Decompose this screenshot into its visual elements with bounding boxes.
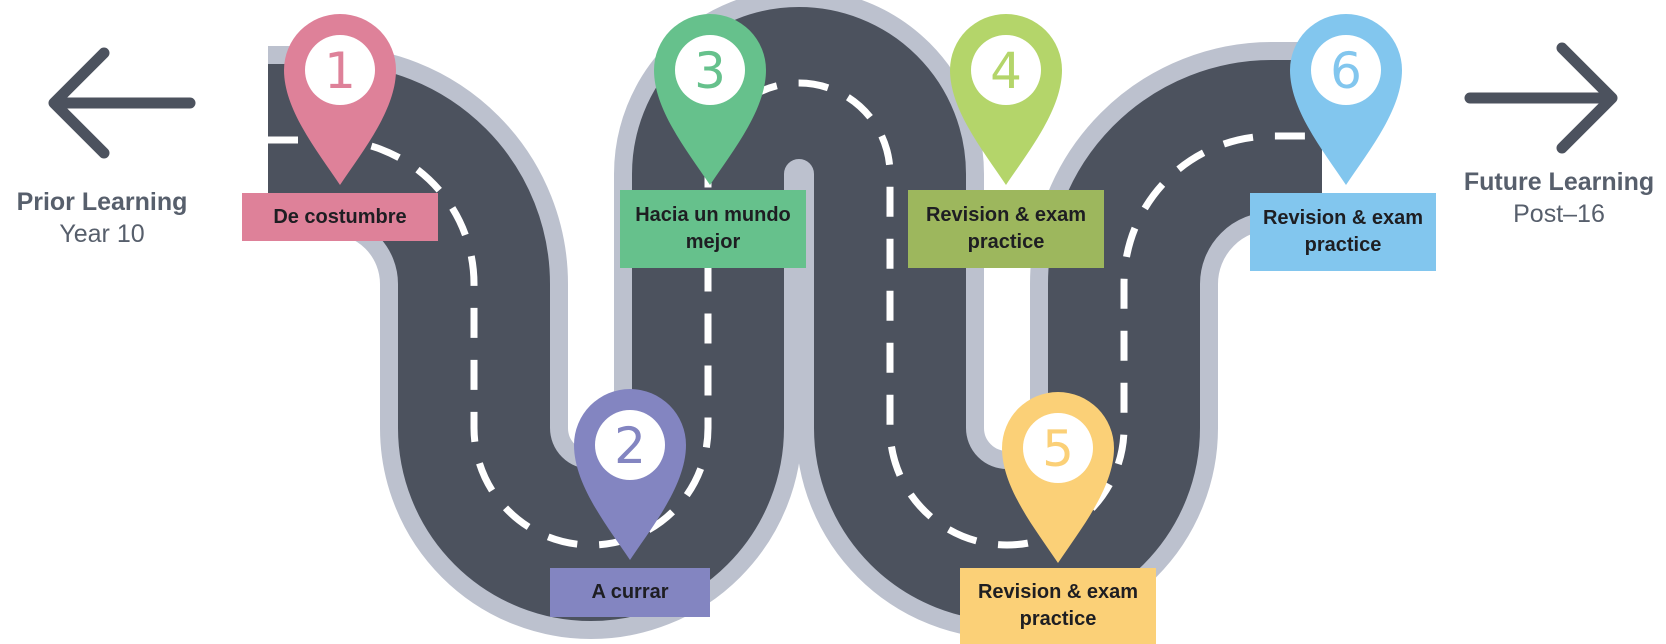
stop-number: 3 (694, 42, 726, 100)
arrow-right-icon (1464, 42, 1618, 154)
pin-inner-circle (1023, 413, 1093, 483)
stop-5-label: Revision & exam practice (960, 568, 1156, 644)
stop-1-label: De costumbre (242, 193, 438, 241)
map-pin-icon: 1 (284, 14, 396, 185)
pin-inner-circle (1311, 35, 1381, 105)
stop-4-label: Revision & exam practice (908, 190, 1104, 268)
map-pin-icon: 6 (1290, 14, 1402, 185)
map-pin-icon: 2 (574, 389, 686, 560)
lane-marking (268, 79, 1322, 549)
stop-number: 5 (1042, 420, 1074, 478)
stop-number: 2 (614, 417, 646, 475)
prior-learning-title: Prior Learning (16, 188, 188, 216)
pin-inner-circle (595, 410, 665, 480)
stop-number: 4 (990, 42, 1022, 100)
prior-learning-subtitle: Year 10 (59, 220, 145, 248)
map-pin-icon: 5 (1002, 392, 1114, 563)
pin-inner-circle (675, 35, 745, 105)
stop-6-label: Revision & exam practice (1250, 193, 1436, 271)
stop-number: 6 (1330, 42, 1362, 100)
map-pin-icon: 4 (950, 14, 1062, 185)
pin-inner-circle (305, 35, 375, 105)
stop-3-label: Hacia un mundo mejor (620, 190, 806, 268)
arrow-left-icon (48, 47, 196, 159)
stop-2-label: A currar (550, 568, 710, 617)
future-learning-title: Future Learning (1463, 168, 1655, 196)
stop-number: 1 (324, 42, 356, 100)
map-pin-icon: 3 (654, 14, 766, 185)
prior-learning: Prior Learning Year 10 (0, 186, 204, 250)
future-learning-subtitle: Post–16 (1513, 200, 1605, 228)
pin-inner-circle (971, 35, 1041, 105)
future-learning: Future Learning Post–16 (1452, 166, 1666, 230)
